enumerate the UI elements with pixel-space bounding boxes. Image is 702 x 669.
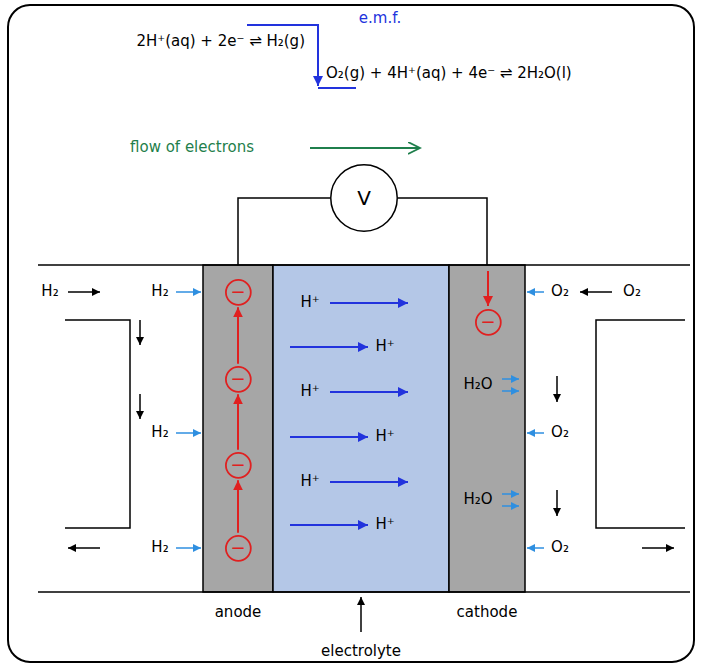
electron-arrow bbox=[237, 480, 239, 532]
cathode-electrode: −cathode bbox=[449, 265, 525, 592]
half-equation: 2H⁺(aq) + 2e⁻ ⇌ H₂(g) bbox=[136, 33, 305, 50]
electron-flow-arrow bbox=[310, 147, 420, 149]
flow-label: flow of electrons bbox=[130, 139, 254, 156]
gas-label: O₂ bbox=[551, 283, 569, 300]
gas-label: O₂ bbox=[551, 424, 569, 441]
rect-outline bbox=[273, 265, 449, 592]
diffusion-arrows bbox=[176, 292, 544, 548]
gas-channels bbox=[38, 265, 690, 592]
frame bbox=[8, 5, 694, 662]
gas-label: H₂ bbox=[151, 539, 168, 556]
electron: − bbox=[225, 535, 252, 562]
electron: − bbox=[475, 309, 502, 336]
gas-label: H₂ bbox=[151, 283, 168, 300]
gas-flow-arrows bbox=[68, 292, 674, 548]
electron: − bbox=[225, 366, 252, 393]
cathode-electron-arrow bbox=[487, 271, 489, 306]
node-text: H⁺ bbox=[300, 473, 319, 490]
gas-label: O₂ bbox=[623, 283, 641, 300]
emf-label: e.m.f. bbox=[359, 10, 401, 27]
symbol-text: − bbox=[230, 538, 245, 559]
node-text: electrolyte bbox=[321, 643, 401, 660]
electron: − bbox=[225, 452, 252, 479]
electron-arrow bbox=[237, 394, 239, 449]
half-equation: O₂(g) + 4H⁺(aq) + 4e⁻ ⇌ 2H₂O(l) bbox=[326, 65, 572, 82]
node-text: H⁺ bbox=[375, 338, 394, 355]
node-text: H⁺ bbox=[300, 383, 319, 400]
proton-arrows bbox=[290, 303, 408, 525]
voltmeter: V bbox=[330, 164, 398, 232]
electron: − bbox=[225, 279, 252, 306]
node-text: H⁺ bbox=[300, 294, 319, 311]
node-text: cathode bbox=[457, 604, 518, 621]
node-text: anode bbox=[215, 604, 262, 621]
node-text: H⁺ bbox=[375, 516, 394, 533]
voltmeter-wire bbox=[398, 198, 487, 265]
electrolyte-pointer bbox=[360, 597, 362, 632]
symbol-text: − bbox=[230, 369, 245, 390]
symbol-text: − bbox=[230, 282, 245, 303]
symbol-text: − bbox=[230, 455, 245, 476]
electrolyte-layer: H⁺H⁺H⁺H⁺H⁺H⁺electrolyte bbox=[273, 265, 449, 592]
voltmeter-wire bbox=[238, 198, 330, 265]
node-text: H⁺ bbox=[375, 428, 394, 445]
gas-label: O₂ bbox=[551, 539, 569, 556]
product-label: H₂O bbox=[463, 376, 492, 393]
gas-label: H₂ bbox=[151, 424, 168, 441]
symbol-text: − bbox=[480, 312, 495, 333]
electron-arrow bbox=[237, 307, 239, 363]
gas-label: H₂ bbox=[41, 283, 58, 300]
symbol-text: V bbox=[357, 187, 371, 210]
product-label: H₂O bbox=[463, 491, 492, 508]
